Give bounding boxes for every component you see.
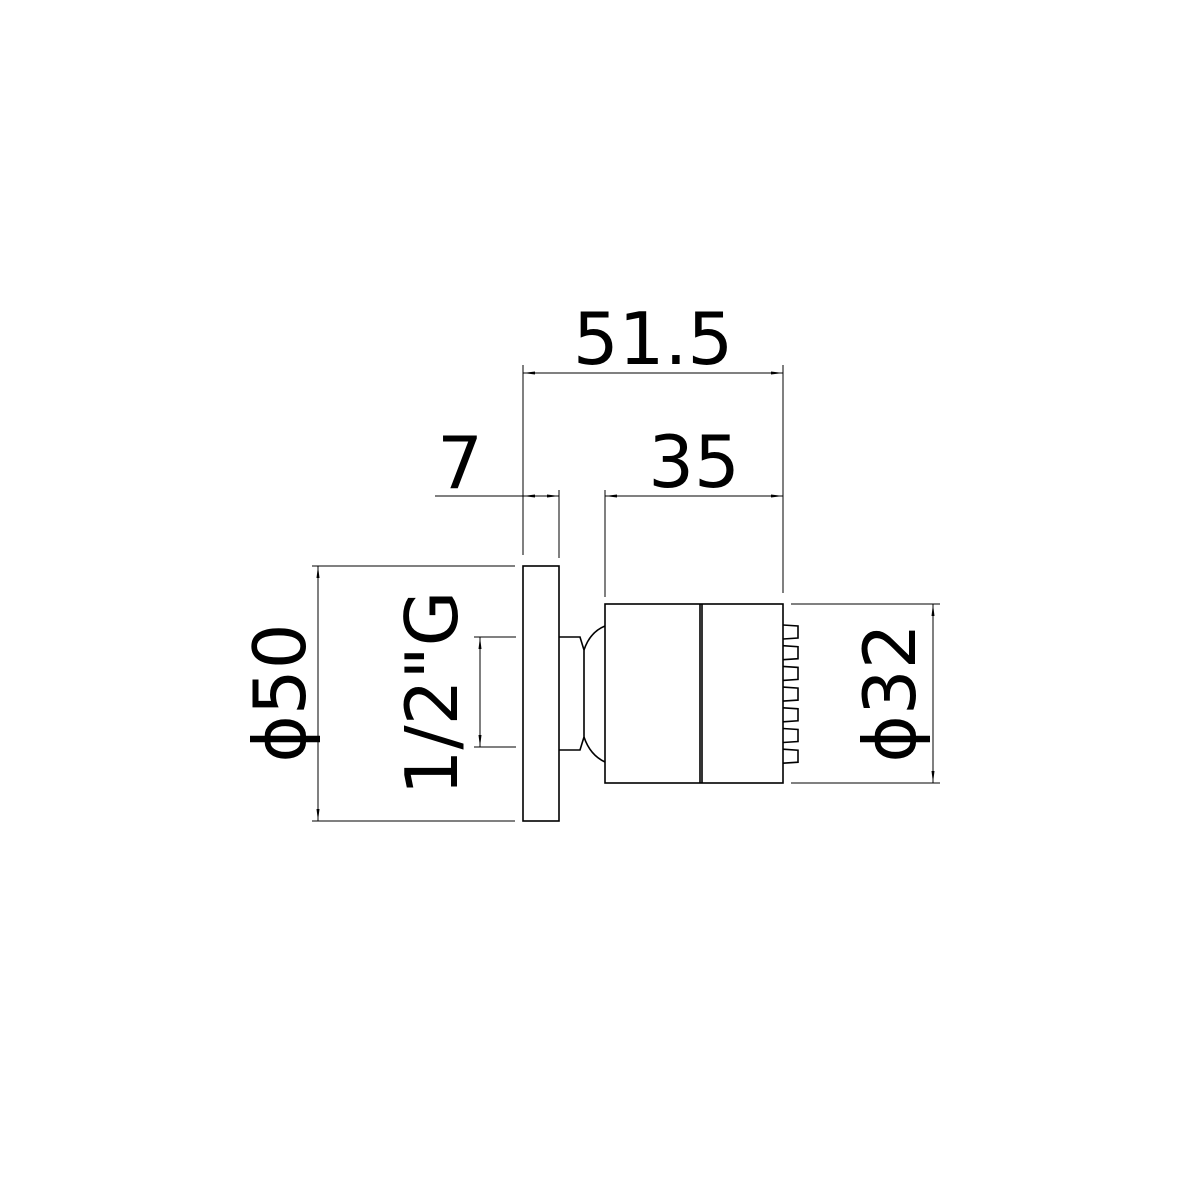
dim-label-phi50: ϕ50 <box>238 623 322 762</box>
nozzles <box>782 624 799 764</box>
ball-joint <box>583 625 606 763</box>
dimension-thread: 1/2"G <box>390 591 516 796</box>
dimension-plate-diameter: ϕ50 <box>238 565 515 822</box>
part-outline <box>522 565 799 822</box>
spray-body <box>604 603 784 784</box>
nozzle <box>782 727 799 744</box>
nozzle <box>782 686 799 702</box>
dim-label-51-5: 51.5 <box>573 297 733 381</box>
dim-label-35: 35 <box>648 420 740 504</box>
nozzle <box>782 665 799 682</box>
nozzle <box>782 624 799 640</box>
dimension-overall-length: 51.5 <box>522 297 784 593</box>
dimension-body-length: 35 <box>604 420 783 597</box>
wall-plate <box>522 565 560 822</box>
nozzle <box>782 748 799 764</box>
dimension-body-diameter: ϕ32 <box>791 603 940 784</box>
dimension-plate-thickness: 7 <box>435 421 560 558</box>
nozzle <box>782 644 799 661</box>
dim-label-thread: 1/2"G <box>390 591 474 796</box>
nozzle <box>782 707 799 723</box>
dim-label-7: 7 <box>437 421 483 505</box>
thread-nut <box>559 636 585 751</box>
dim-label-phi32: ϕ32 <box>848 623 932 762</box>
